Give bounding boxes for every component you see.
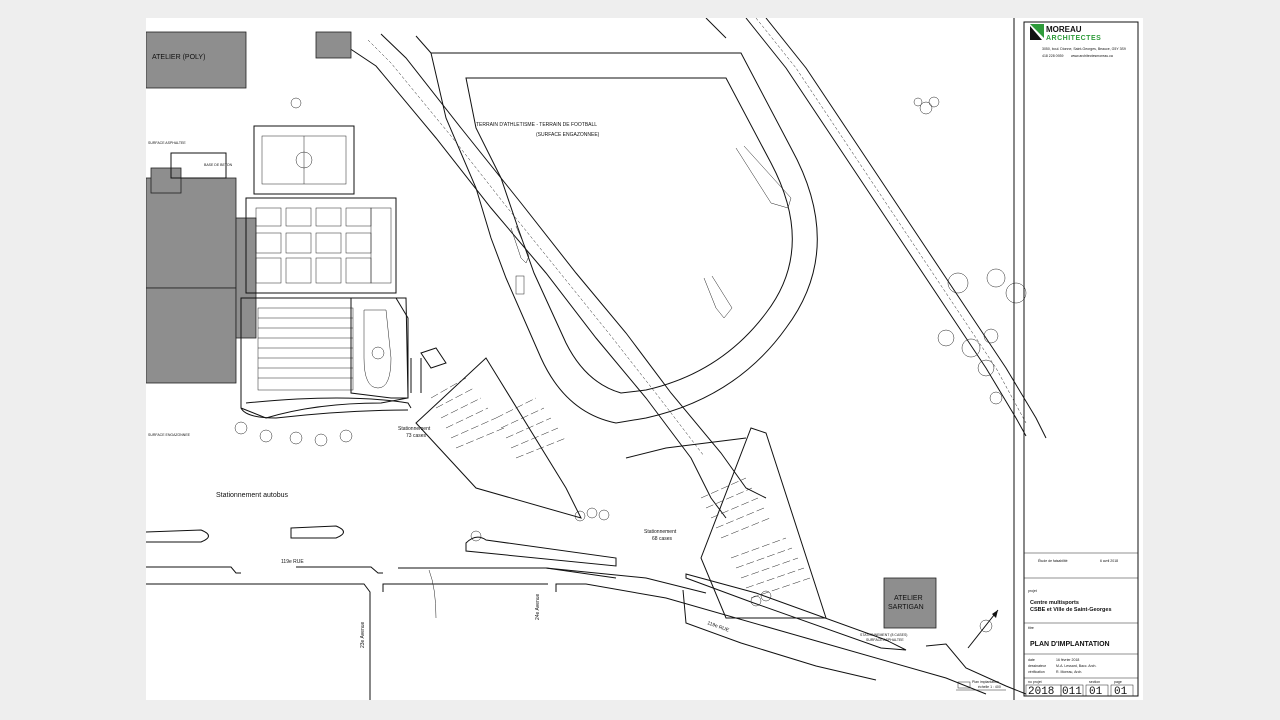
trees: [234, 96, 1027, 607]
check-value: R. Moreau, Arch.: [1056, 670, 1082, 674]
surface-asphaltee-label: SURFACE ASPHALTEE: [148, 141, 186, 145]
status-text: Étude de faisabilité: [1038, 558, 1068, 563]
base-beton-label: BASE DE BETON: [204, 163, 233, 167]
parking-lots: [410, 347, 827, 619]
field-label-line2: (SURFACE ENGAZONNEE): [536, 132, 600, 138]
date-value: 16 février 2018: [1056, 658, 1079, 662]
atelier-sartigan-label-line2: SARTIGAN: [888, 604, 924, 611]
small-parking-label-line1: STATIONNEMENT (8 CASES): [860, 633, 907, 637]
scale-title: Plan implantation: [972, 680, 999, 684]
title-label: titre: [1028, 626, 1034, 630]
firm-address: 3050, boul. Dionne, Saint-Georges, Beauc…: [1042, 47, 1126, 51]
project-number-year: 2018: [1028, 686, 1054, 698]
scale-note: Plan implantation échelle 1 : 400: [956, 680, 1006, 691]
firm-phone: 418 228 0939: [1042, 54, 1063, 58]
firm-name-line1: MOREAU: [1046, 25, 1082, 34]
athletics-track: [415, 35, 818, 424]
existing-buildings: [145, 31, 937, 629]
diagonal-corridor: [345, 17, 1047, 519]
project-number-label: no projet: [1028, 680, 1042, 684]
firm-name-line2: ARCHITECTES: [1046, 35, 1101, 42]
section-number: 01: [1089, 686, 1103, 698]
street-23e-avenue: 23e Avenue: [360, 621, 366, 648]
section-label: section: [1089, 680, 1100, 684]
parking-68-label-line2: 68 cases: [652, 536, 673, 542]
basketball-court: [253, 125, 355, 195]
parking-73-label-line2: 73 cases: [406, 433, 427, 439]
check-label: vérification: [1028, 670, 1045, 674]
atelier-poly-building: [145, 31, 247, 89]
roads: [145, 525, 1027, 700]
school-building: [145, 177, 237, 289]
page-number: 01: [1114, 686, 1128, 698]
small-parking-label-line2: SURFACE ASPHALTEE: [866, 638, 904, 642]
title-block: MOREAU ARCHITECTES 3050, boul. Dionne, S…: [1013, 18, 1139, 700]
drawn-label: dessinateur: [1028, 664, 1047, 668]
site-plan: ATELIER (POLY) TERRAIN D'ATHLETISME - TE…: [145, 17, 1139, 700]
atelier-sartigan-building: [883, 577, 937, 629]
parking-68-label-line1: Stationnement: [644, 529, 677, 535]
status-date: 6 avril 2018: [1100, 559, 1118, 563]
drawing-title: PLAN D'IMPLANTATION: [1030, 641, 1110, 648]
surface-engazonnee-label: SURFACE ENGAZONNEE: [148, 433, 191, 437]
project-line2: CSBE et Ville de Saint-Georges: [1030, 607, 1112, 613]
page-label: page: [1114, 680, 1122, 684]
project-label: projet: [1028, 589, 1037, 593]
firm-logo: MOREAU ARCHITECTES 3050, boul. Dionne, S…: [1030, 24, 1126, 58]
street-119e-rue-west: 119e RUE: [281, 559, 304, 565]
scale-value: échelle 1 : 400: [978, 685, 1001, 689]
north-arrow-icon: [967, 609, 999, 649]
drawing-sheet: ATELIER (POLY) TERRAIN D'ATHLETISME - TE…: [145, 17, 1143, 700]
bus-parking-label: Stationnement autobus: [216, 492, 288, 499]
street-24e-avenue: 24e Avenue: [535, 593, 541, 620]
atelier-sartigan-label-line1: ATELIER: [894, 595, 923, 602]
project-line1: Centre multisports: [1030, 600, 1079, 606]
date-label: date: [1028, 658, 1035, 662]
project-number-seq: 011: [1062, 686, 1082, 698]
multisport-complex: [170, 125, 412, 419]
drawn-value: M-A. Lessard, Bacc. Arch.: [1056, 664, 1096, 668]
firm-web: www.architectesmoreau.ca: [1071, 54, 1113, 58]
atelier-poly-label: ATELIER (POLY): [152, 54, 205, 61]
field-label-line1: TERRAIN D'ATHLETISME - TERRAIN DE FOOTBA…: [476, 122, 597, 128]
parking-73-label-line1: Stationnement: [398, 426, 431, 432]
